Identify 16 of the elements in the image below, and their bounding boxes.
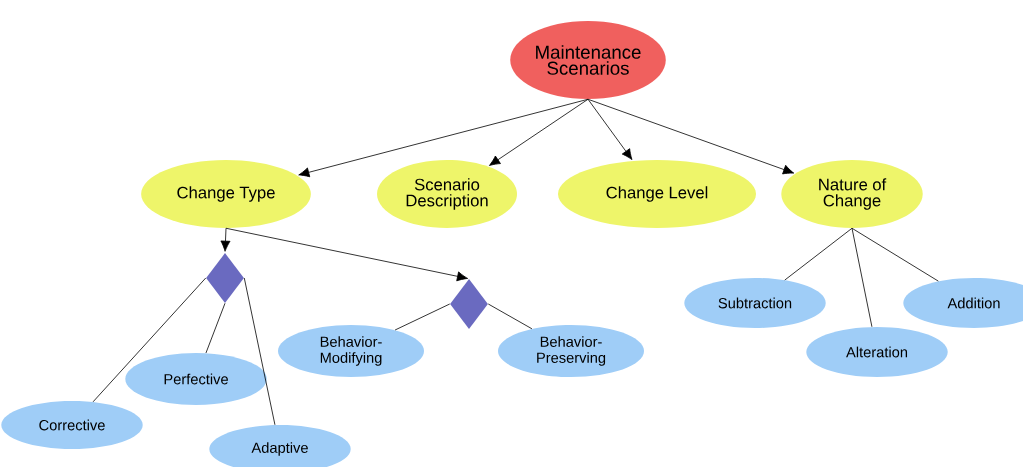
connector-line: [205, 302, 226, 354]
arrow: [225, 227, 469, 282]
diamond-connector: [206, 253, 244, 303]
arrow: [587, 98, 795, 175]
connector-line: [784, 227, 853, 281]
diamond-connector: [450, 279, 488, 329]
arrow: [489, 98, 589, 166]
connector-line: [92, 277, 207, 403]
connector-line: [851, 227, 939, 282]
arrow: [587, 98, 633, 160]
connector-line: [851, 227, 873, 328]
connector-line: [243, 277, 276, 426]
arrow: [298, 98, 589, 178]
connector-line: [394, 303, 451, 331]
arrow: [220, 227, 231, 252]
connector-line: [487, 303, 533, 330]
